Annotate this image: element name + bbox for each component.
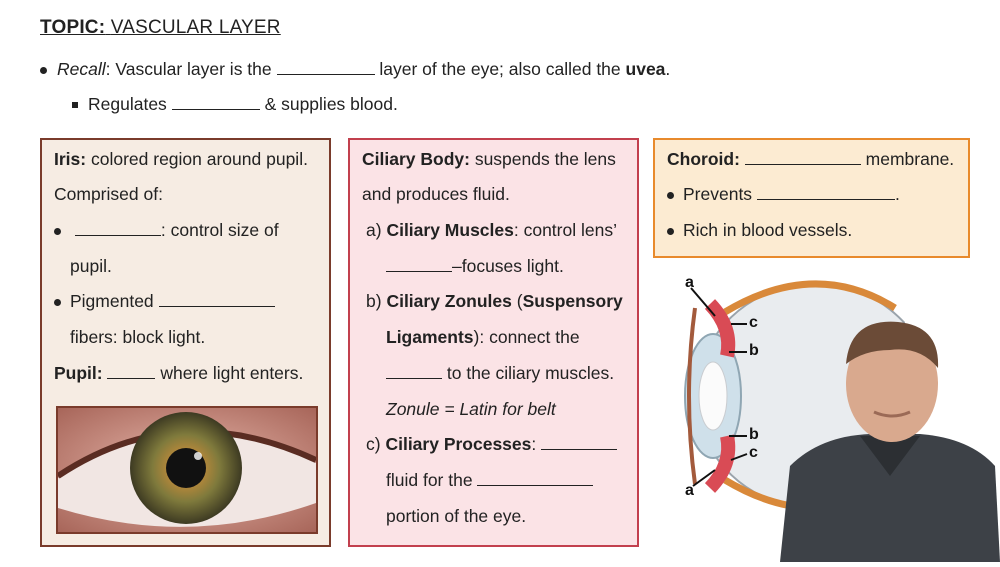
pupil-definition: Pupil: where light enters. [54,363,304,383]
iris-comprised: Comprised of: [54,184,163,204]
presenter-video-overlay [780,316,1000,562]
ciliary-zonules-cont-2: to the ciliary muscles. [386,363,614,384]
diagram-label-a-top: a [685,274,694,291]
diagram-label-c-top: c [749,314,758,331]
ciliary-processes: c) Ciliary Processes: [366,434,618,455]
answer-blank [756,185,895,200]
ciliary-muscles-cont: –focuses light. [386,256,564,277]
ciliary-definition: Ciliary Body: suspends the lens [362,149,616,169]
ciliary-processes-end: portion of the eye. [386,506,527,526]
answer-blank [158,292,275,307]
iris-eye-photo [56,406,318,534]
bullet-icon [54,298,61,306]
iris-item-2: Pigmented [54,291,275,312]
answer-blank [276,60,375,75]
answer-blank [477,471,594,486]
square-bullet-icon [72,102,78,109]
answer-blank [386,364,442,379]
choroid-panel: Choroid: membrane. Prevents . Rich in bl… [653,138,970,258]
zonule-note: Zonule = Latin for belt [386,399,556,419]
ciliary-zonules: b) Ciliary Zonules (Suspensory [366,291,623,311]
iris-definition: Iris: colored region around pupil. [54,149,308,169]
bullet-icon [667,191,674,199]
iris-item-1-cont: pupil. [70,256,112,276]
ciliary-zonules-cont: Ligaments): connect the [386,327,580,347]
answer-blank [541,435,618,450]
bullet-icon [667,227,674,235]
bullet-icon [54,227,61,235]
choroid-item-1: Prevents . [667,184,900,205]
answer-blank [74,221,161,236]
ciliary-definition-cont: and produces fluid. [362,184,510,204]
topic-heading: TOPIC: VASCULAR LAYER [40,17,281,38]
diagram-label-b-bottom: b [749,426,759,443]
ciliary-processes-cont: fluid for the [386,470,594,491]
answer-blank [744,150,861,165]
answer-blank [107,364,156,379]
regulates-line: Regulates & supplies blood. [72,94,398,115]
answer-blank [386,257,452,272]
iris-panel: Iris: colored region around pupil. Compr… [40,138,331,547]
choroid-definition: Choroid: membrane. [667,149,955,169]
recall-line: Recall: Vascular layer is the layer of t… [40,59,670,80]
ciliary-muscles: a) Ciliary Muscles: control lens’ [366,220,617,240]
bullet-icon [40,66,47,74]
diagram-label-b-top: b [749,342,759,359]
iris-item-1: : control size of [54,220,279,241]
answer-blank [171,95,260,110]
iris-item-2-cont: fibers: block light. [70,327,206,347]
diagram-label-c-bottom: c [749,444,758,461]
ciliary-body-panel: Ciliary Body: suspends the lens and prod… [348,138,639,547]
diagram-label-a-bottom: a [685,482,694,499]
choroid-item-2: Rich in blood vessels. [667,220,852,241]
